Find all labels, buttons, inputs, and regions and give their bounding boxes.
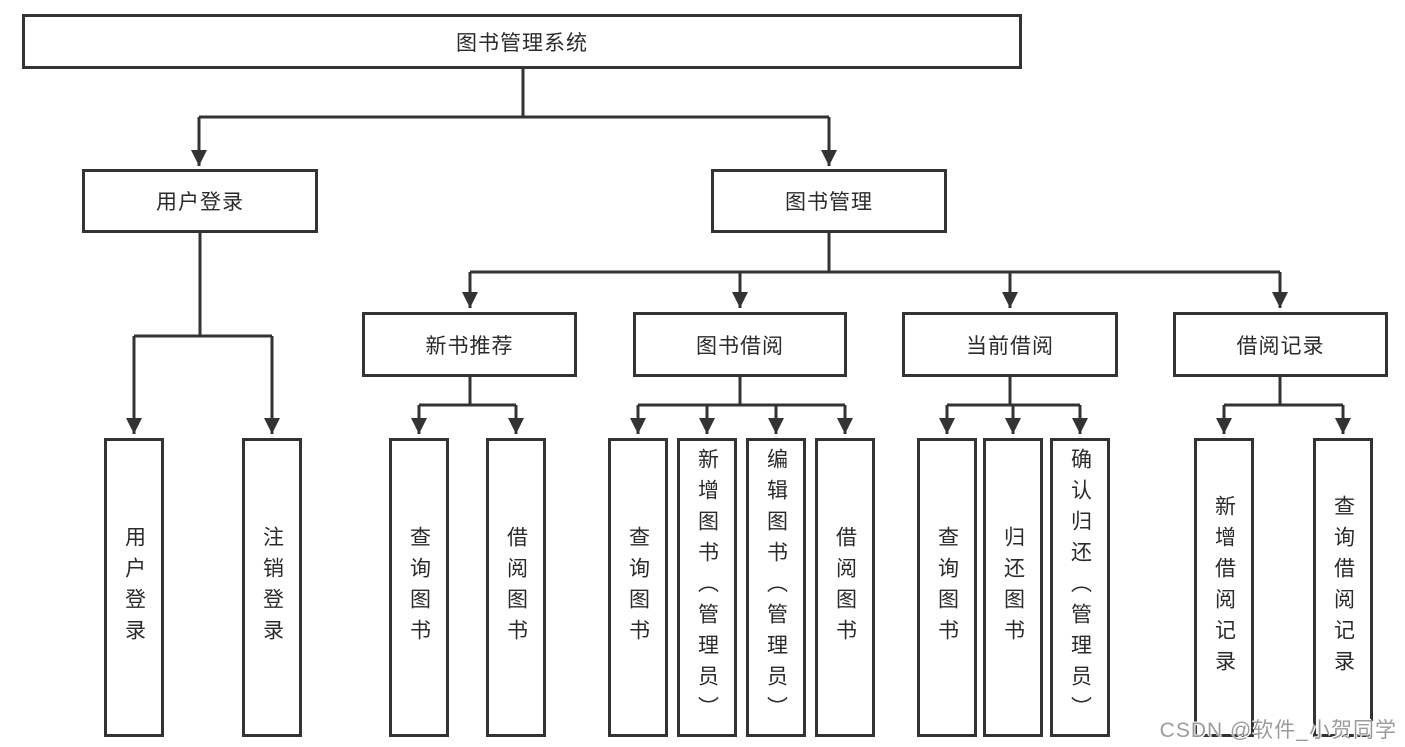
- node-leaf-edit-book-admin: 编辑图书（管理员）: [746, 438, 806, 737]
- node-leaf-query-books-borrow-label: 查询图书: [626, 525, 650, 650]
- node-leaf-return-book-label: 归还图书: [1001, 525, 1025, 650]
- node-leaf-user-login-label: 用户登录: [122, 525, 146, 650]
- node-leaf-borrow-books-recommend-label: 借阅图书: [504, 525, 528, 650]
- node-leaf-return-book: 归还图书: [983, 438, 1043, 737]
- node-leaf-query-books-current-label: 查询图书: [935, 525, 959, 650]
- node-leaf-query-books-recommend: 查询图书: [389, 438, 449, 737]
- node-leaf-edit-book-admin-label: 编辑图书（管理员）: [764, 448, 788, 727]
- node-leaf-add-book-admin: 新增图书（管理员）: [677, 438, 737, 737]
- node-leaf-borrow-books-recommend: 借阅图书: [486, 438, 546, 737]
- node-leaf-add-borrow-record-label: 新增借阅记录: [1212, 494, 1236, 681]
- node-leaf-logout-label: 注销登录: [260, 525, 284, 650]
- node-book-borrow: 图书借阅: [633, 312, 847, 377]
- node-leaf-query-books-borrow: 查询图书: [608, 438, 668, 737]
- node-leaf-query-books-current: 查询图书: [917, 438, 977, 737]
- node-new-book-recommend: 新书推荐: [362, 312, 577, 377]
- node-leaf-query-borrow-record: 查询借阅记录: [1313, 438, 1373, 737]
- node-leaf-borrow-books-borrow-label: 借阅图书: [833, 525, 857, 650]
- node-leaf-query-books-recommend-label: 查询图书: [407, 525, 431, 650]
- node-leaf-query-borrow-record-label: 查询借阅记录: [1331, 494, 1355, 681]
- node-user-login: 用户登录: [82, 169, 318, 233]
- node-leaf-confirm-return-admin-label: 确认归还（管理员）: [1068, 448, 1092, 727]
- node-borrow-records: 借阅记录: [1173, 312, 1388, 377]
- node-leaf-confirm-return-admin: 确认归还（管理员）: [1050, 438, 1110, 737]
- csdn-watermark: CSDN @软件_小贺同学: [1159, 719, 1397, 742]
- node-library-management-system: 图书管理系统: [22, 14, 1022, 69]
- node-current-borrow: 当前借阅: [902, 312, 1118, 377]
- node-book-management: 图书管理: [711, 169, 947, 233]
- node-leaf-borrow-books-borrow: 借阅图书: [815, 438, 875, 737]
- node-leaf-logout: 注销登录: [242, 438, 302, 737]
- node-leaf-user-login: 用户登录: [104, 438, 164, 737]
- node-leaf-add-book-admin-label: 新增图书（管理员）: [695, 448, 719, 727]
- node-leaf-add-borrow-record: 新增借阅记录: [1194, 438, 1254, 737]
